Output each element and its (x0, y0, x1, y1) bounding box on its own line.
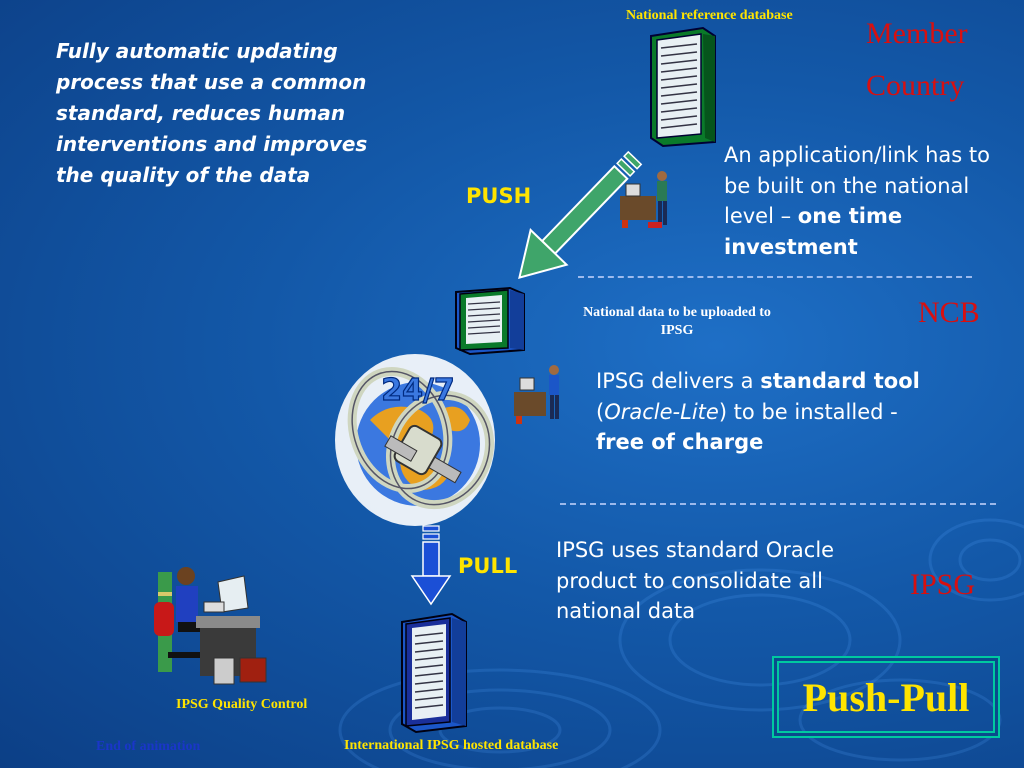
tool-text-part3: ) to be installed - (718, 399, 898, 424)
app-link-bold: one time investment (724, 204, 903, 259)
national-server-icon (650, 26, 716, 148)
push-pull-title-box: Push-Pull (772, 656, 1000, 738)
tool-text-bold1: standard tool (760, 369, 920, 393)
tool-text-part2: ( (596, 399, 605, 424)
international-server-icon (401, 612, 467, 734)
tool-text-bold2: free of charge (596, 430, 764, 454)
separator-line (560, 503, 996, 505)
end-of-animation-link[interactable]: End of animation (96, 739, 201, 754)
ncb-label: NCB (918, 296, 980, 329)
push-label: PUSH (466, 184, 532, 208)
separator-line (578, 276, 972, 278)
ipsg-region-label: IPSG (910, 568, 976, 601)
worker-at-desk-icon (514, 365, 559, 424)
badge-24-7: 24/7 (381, 373, 455, 408)
consolidate-text: IPSG uses standard Oracle product to con… (556, 538, 835, 623)
globe-plug-icon: 24/7 (335, 354, 495, 526)
quality-control-worker-icon (154, 567, 267, 685)
ipsg-quality-control-label: IPSG Quality Control (176, 697, 308, 712)
pull-arrow (410, 525, 452, 606)
app-link-text: An application/link has to be built on t… (724, 140, 1020, 262)
international-db-label: International IPSG hosted database (344, 738, 559, 753)
tool-text-part1: IPSG delivers a (596, 369, 761, 393)
intro-paragraph: Fully automatic updating process that us… (56, 39, 368, 187)
worker-at-desk-icon (620, 171, 667, 228)
tool-text-italic: Oracle-Lite (604, 399, 719, 424)
national-reference-db-label: National reference database (626, 8, 793, 23)
standard-tool-text: IPSG delivers a standard tool (Oracle-Li… (596, 366, 926, 458)
ncb-server-icon (455, 286, 525, 356)
app-link-plain: An application/link has to be built on t… (724, 143, 990, 228)
member-country-label: Member Country (866, 17, 968, 102)
push-arrow (518, 150, 643, 279)
national-data-upload-label: National data to be uploaded to IPSG (583, 305, 771, 338)
pull-label: PULL (458, 554, 518, 578)
